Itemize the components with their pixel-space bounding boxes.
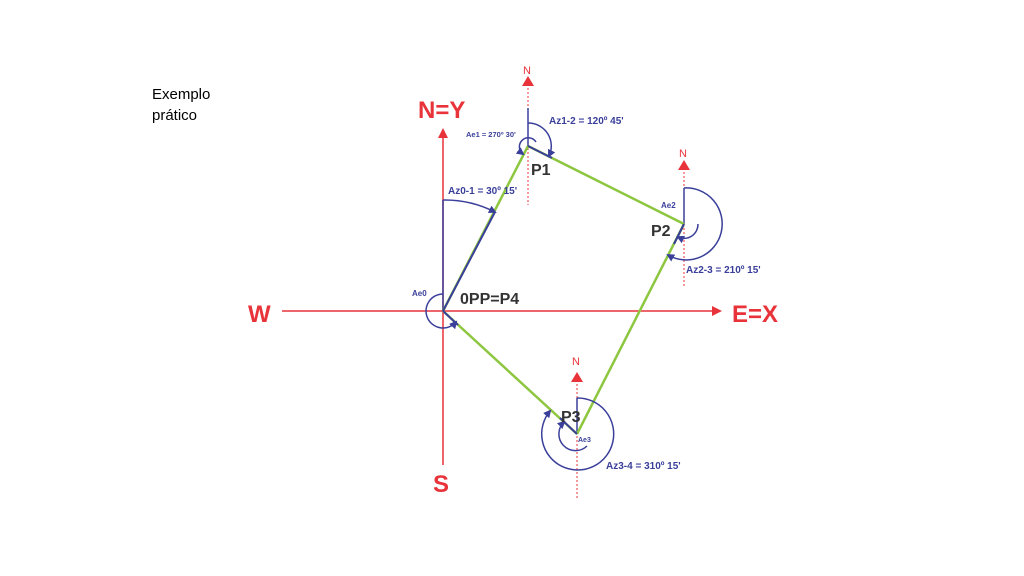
arc-az34 [540,397,615,471]
point-label-origin: 0PP=P4 [460,291,519,308]
axis-label-west: W [248,301,271,328]
label-ae2: Ae2 [661,201,676,210]
slide-title-line-1: Exemplo [152,86,211,103]
north-label-p1: N [523,65,531,77]
arc-az12 [527,122,556,158]
traverse-p2-p3-accent [673,223,685,245]
slide-title-line-2: prático [152,107,198,124]
traverse-p2-p3 [575,223,686,435]
axis-label-north: N=Y [418,97,465,124]
slide-title: Exemplo prático [152,84,272,126]
north-label-p2: N [679,148,687,160]
traverse-p1-p2-accent [527,145,553,159]
label-az34: Az3-4 = 310º 15' [606,461,681,472]
north-arrow-p1 [522,76,534,86]
label-ae0: Ae0 [412,289,427,298]
label-az12: Az1-2 = 120º 45' [549,116,624,127]
label-ae1: Ae1 = 270º 30' [466,130,516,139]
traverse-p4-p1-accent [442,211,496,312]
point-label-p3: P3 [561,409,581,426]
north-arrow-p2 [678,160,690,170]
arc-az23 [666,187,723,262]
arc-az01 [442,199,497,213]
traverse-p3-p4 [442,310,578,435]
north-arrow-p3 [571,372,583,382]
point-label-p1: P1 [531,162,551,179]
arc-ae3 [556,420,588,452]
label-az23: Az2-3 = 210º 15' [686,265,761,276]
axis-label-south: S [433,471,449,498]
arc-ae2 [676,223,699,244]
axis-label-east: E=X [732,301,778,328]
north-label-p3: N [572,356,580,368]
traverse-p1-p2 [527,144,685,226]
point-label-p2: P2 [651,223,671,240]
arc-ae1 [515,137,537,156]
label-ae3: Ae3 [578,437,591,444]
label-az01: Az0-1 = 30º 15' [448,186,517,197]
arc-ae0 [425,293,458,330]
